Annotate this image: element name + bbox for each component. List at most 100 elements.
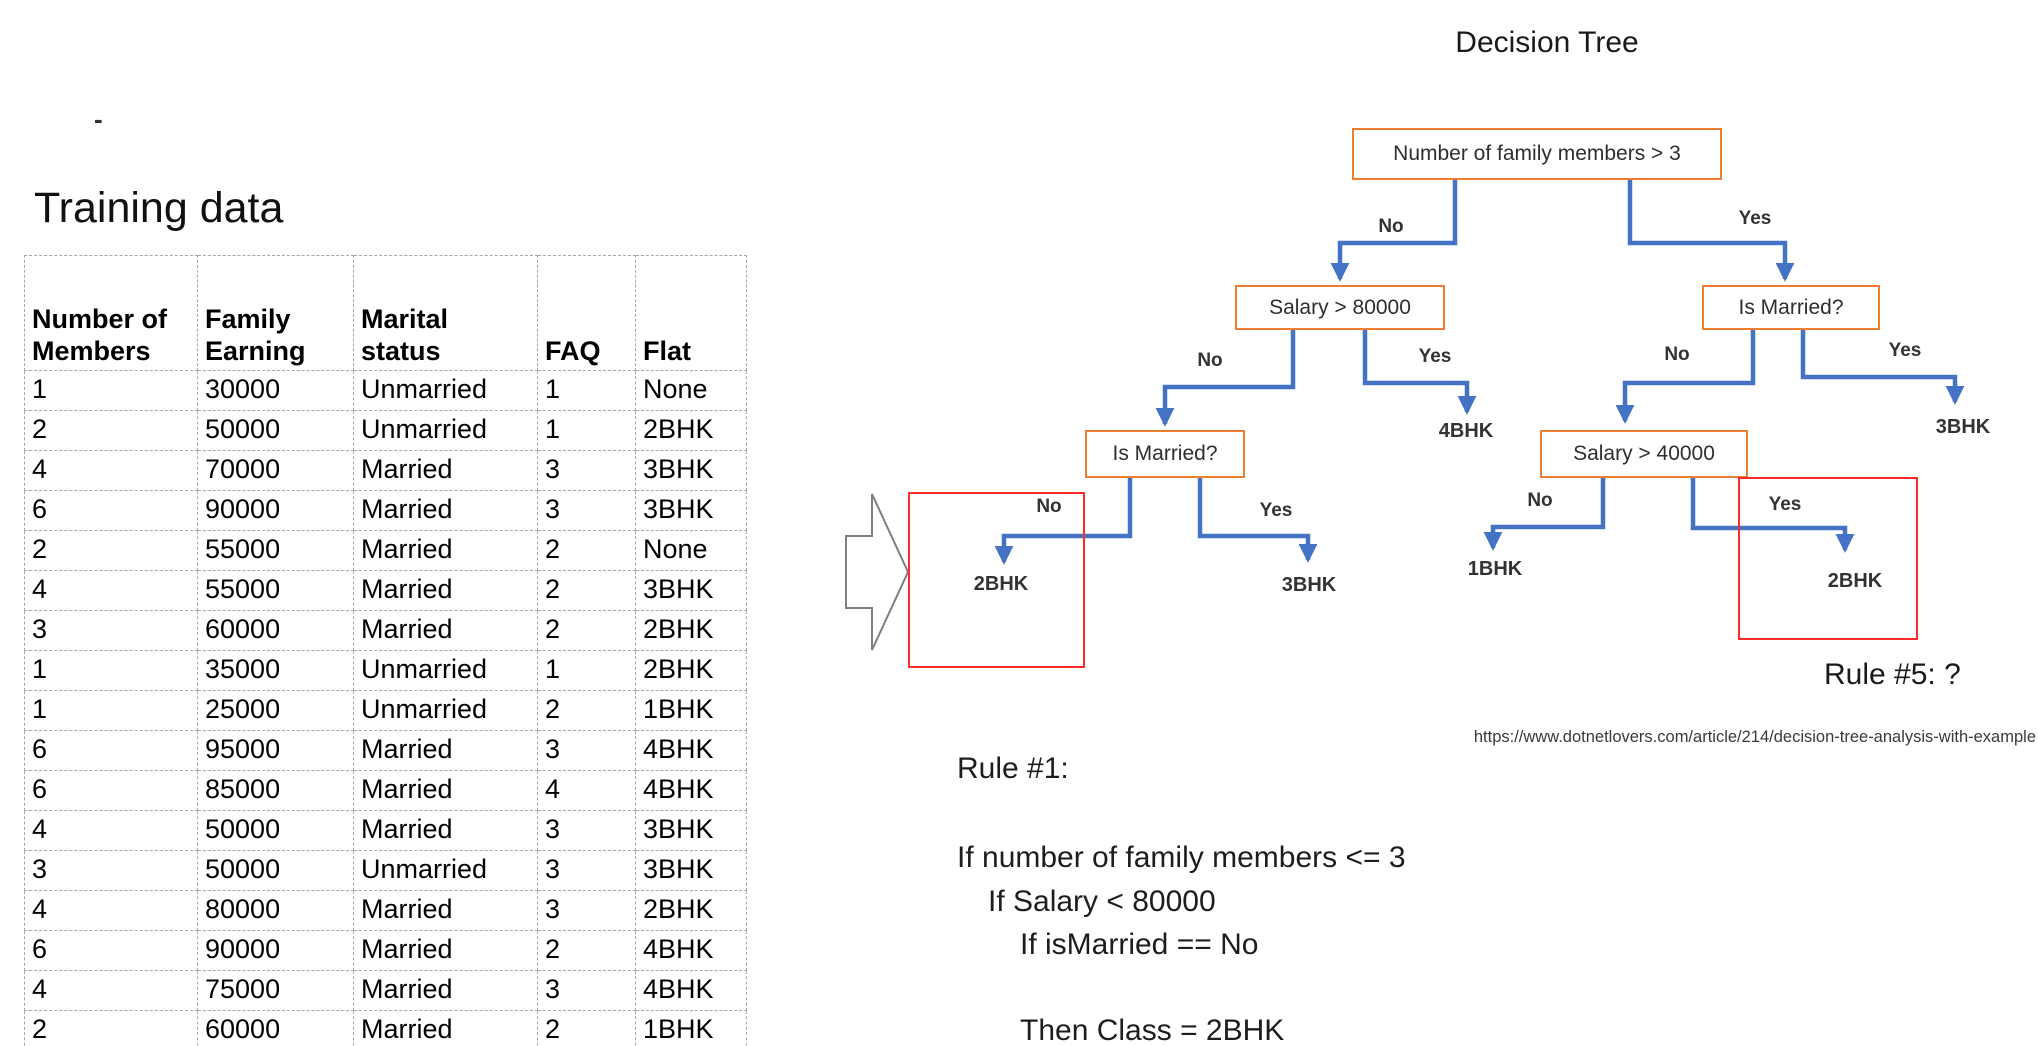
table-cell: 1 xyxy=(24,690,198,731)
training-data-table: Number of Members Family Earning Marital… xyxy=(24,255,747,1046)
tree-node-salary-80000: Salary > 80000 xyxy=(1235,285,1445,330)
table-header-row: Number of Members Family Earning Marital… xyxy=(24,255,747,371)
table-cell: 2BHK xyxy=(635,610,747,651)
table-cell: 1BHK xyxy=(635,1010,747,1046)
table-cell: 3 xyxy=(537,890,636,931)
rule5-label: Rule #5: ? xyxy=(1824,658,1961,691)
decision-tree-title: Decision Tree xyxy=(1455,26,1639,59)
column-header-family-earning: Family Earning xyxy=(197,255,354,371)
table-cell: 4 xyxy=(537,770,636,811)
tree-node-is-married-left: Is Married? xyxy=(1085,430,1245,478)
table-cell: 4 xyxy=(24,810,198,851)
table-cell: 2BHK xyxy=(635,410,747,451)
table-cell: 80000 xyxy=(197,890,354,931)
table-cell: Married xyxy=(353,450,538,491)
tree-node-is-married-right: Is Married? xyxy=(1702,285,1880,330)
leaf-3bhk: 3BHK xyxy=(1281,574,1337,596)
column-header-marital-status: Marital status xyxy=(353,255,538,371)
leaf-1bhk: 1BHK xyxy=(1467,558,1523,580)
table-cell: 3BHK xyxy=(635,570,747,611)
table-cell: 50000 xyxy=(197,850,354,891)
table-cell: 6 xyxy=(24,730,198,771)
table-cell: Married xyxy=(353,890,538,931)
highlight-box-left xyxy=(908,492,1085,668)
table-cell: 6 xyxy=(24,930,198,971)
table-cell: 2BHK xyxy=(635,650,747,691)
table-cell: None xyxy=(635,530,747,571)
table-cell: 1 xyxy=(537,370,636,411)
table-cell: 3BHK xyxy=(635,450,747,491)
rule1-then-class: Then Class = 2BHK xyxy=(1020,1014,1285,1046)
table-cell: 50000 xyxy=(197,810,354,851)
tree-node-root: Number of family members > 3 xyxy=(1352,128,1722,180)
table-cell: Married xyxy=(353,570,538,611)
table-cell: 1 xyxy=(24,650,198,691)
rule1-condition-salary: If Salary < 80000 xyxy=(988,885,1216,918)
branch-s40-no-line xyxy=(1483,478,1606,551)
table-cell: 3 xyxy=(537,730,636,771)
table-cell: Married xyxy=(353,930,538,971)
block-arrow-icon xyxy=(845,493,910,651)
table-cell: Married xyxy=(353,1010,538,1046)
branch-s80-no-line xyxy=(1155,330,1296,427)
table-cell: 2 xyxy=(537,690,636,731)
column-header-flat: Flat xyxy=(635,255,747,371)
table-cell: 3BHK xyxy=(635,850,747,891)
table-cell: 55000 xyxy=(197,530,354,571)
table-cell: 1BHK xyxy=(635,690,747,731)
table-cell: 4BHK xyxy=(635,730,747,771)
table-cell: 1 xyxy=(537,410,636,451)
table-cell: 3 xyxy=(537,970,636,1011)
table-cell: None xyxy=(635,370,747,411)
branch-label-yes: Yes xyxy=(1738,208,1772,229)
table-cell: 55000 xyxy=(197,570,354,611)
source-url: https://www.dotnetlovers.com/article/214… xyxy=(1473,728,2036,746)
table-cell: 3BHK xyxy=(635,810,747,851)
table-cell: Unmarried xyxy=(353,850,538,891)
table-cell: Unmarried xyxy=(353,410,538,451)
table-cell: 2 xyxy=(24,530,198,571)
branch-label-no: No xyxy=(1197,350,1223,371)
table-cell: 90000 xyxy=(197,490,354,531)
leaf-4bhk: 4BHK xyxy=(1438,420,1494,442)
table-cell: 70000 xyxy=(197,450,354,491)
branch-label-yes: Yes xyxy=(1768,494,1802,515)
table-cell: 4BHK xyxy=(635,770,747,811)
table-cell: 60000 xyxy=(197,1010,354,1046)
table-cell: 4BHK xyxy=(635,970,747,1011)
leaf-2bhk: 2BHK xyxy=(973,573,1029,595)
table-cell: 1 xyxy=(24,370,198,411)
table-cell: 2 xyxy=(537,930,636,971)
tree-node-salary-40000: Salary > 40000 xyxy=(1540,430,1748,478)
table-cell: 1 xyxy=(537,650,636,691)
branch-label-no: No xyxy=(1527,490,1553,511)
table-cell: 35000 xyxy=(197,650,354,691)
column-header-faq: FAQ xyxy=(537,255,636,371)
table-cell: 75000 xyxy=(197,970,354,1011)
branch-label-yes: Yes xyxy=(1888,340,1922,361)
table-cell: Married xyxy=(353,970,538,1011)
table-cell: 2 xyxy=(24,1010,198,1046)
branch-label-yes: Yes xyxy=(1418,346,1452,367)
table-cell: Married xyxy=(353,730,538,771)
table-cell: 6 xyxy=(24,770,198,811)
branch-label-no: No xyxy=(1036,496,1062,517)
table-cell: 4 xyxy=(24,970,198,1011)
table-cell: 95000 xyxy=(197,730,354,771)
leaf-3bhk: 3BHK xyxy=(1935,416,1991,438)
rule1-condition-members: If number of family members <= 3 xyxy=(957,841,1406,874)
table-cell: 85000 xyxy=(197,770,354,811)
